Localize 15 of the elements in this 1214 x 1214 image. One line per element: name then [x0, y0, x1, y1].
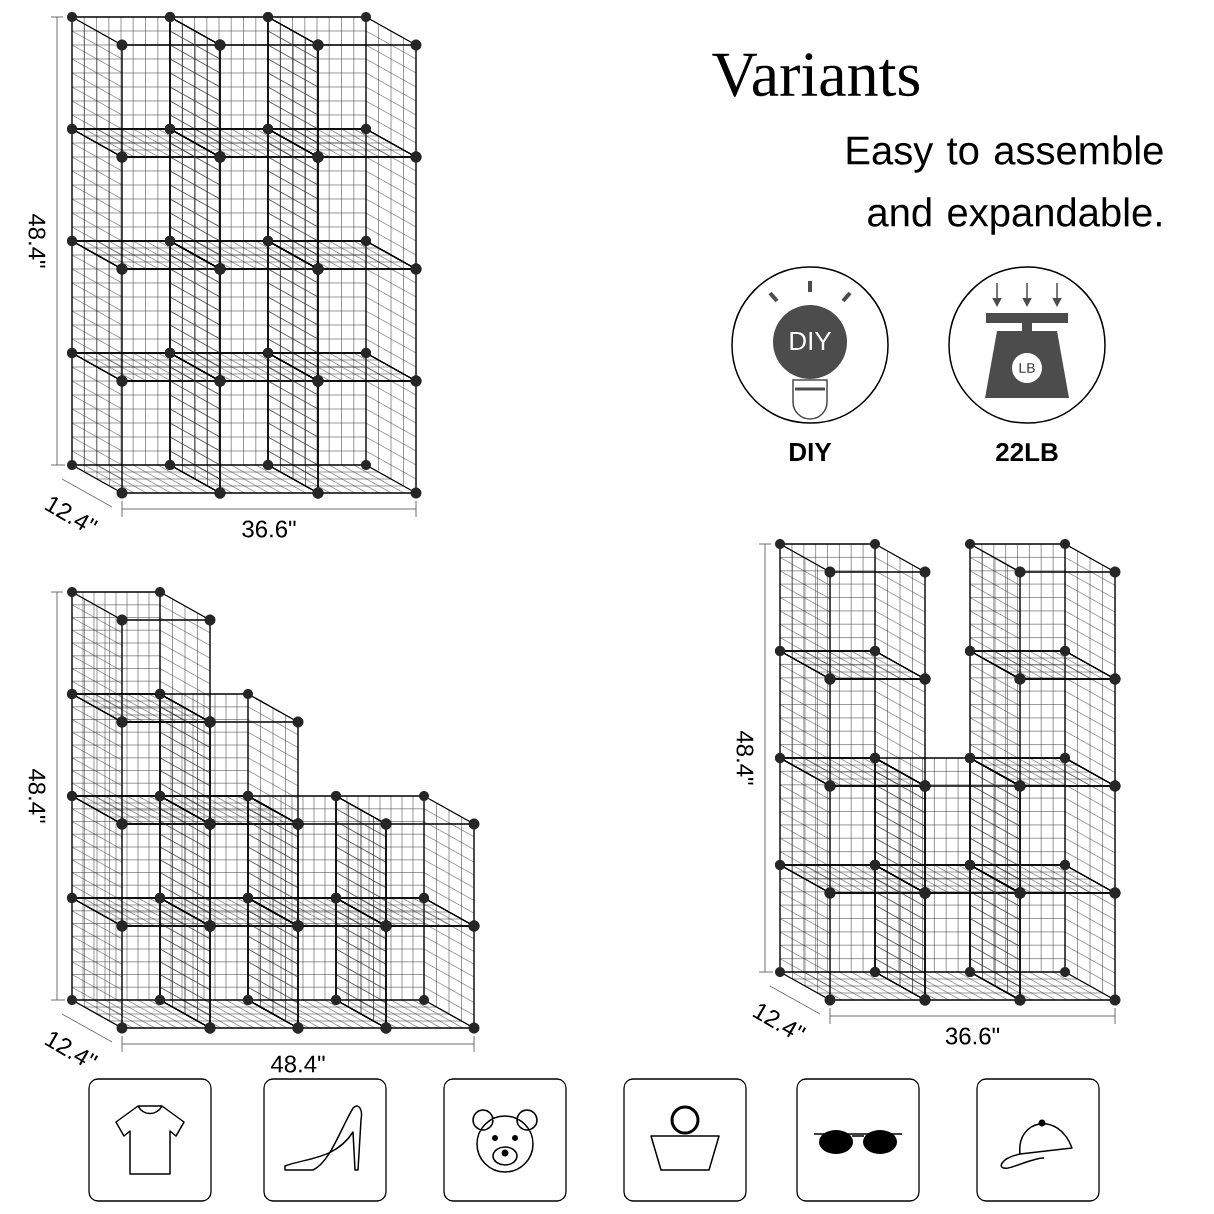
icon-label: DIY: [790, 443, 832, 461]
dimension-label: 36.6": [242, 520, 296, 538]
dimension-label: 36.6": [945, 1027, 1000, 1045]
dimension-label: 48.4": [28, 213, 46, 268]
dimension-label: 48.4": [270, 1055, 325, 1073]
icon-label: 22LB: [996, 442, 1058, 462]
icon-text: DIY: [790, 332, 832, 350]
dimension-label: 12.4": [44, 497, 99, 531]
icon-text: LB: [1019, 363, 1035, 373]
dimension-label: 12.4": [44, 1032, 99, 1066]
dimension-label: 48.4": [736, 730, 754, 785]
dimension-label: 12.4": [752, 1004, 807, 1038]
title: Variants: [712, 53, 920, 97]
subtitle: Easy to assemble and expandable.: [847, 135, 1163, 235]
dimension-label: 48.4": [28, 768, 46, 823]
